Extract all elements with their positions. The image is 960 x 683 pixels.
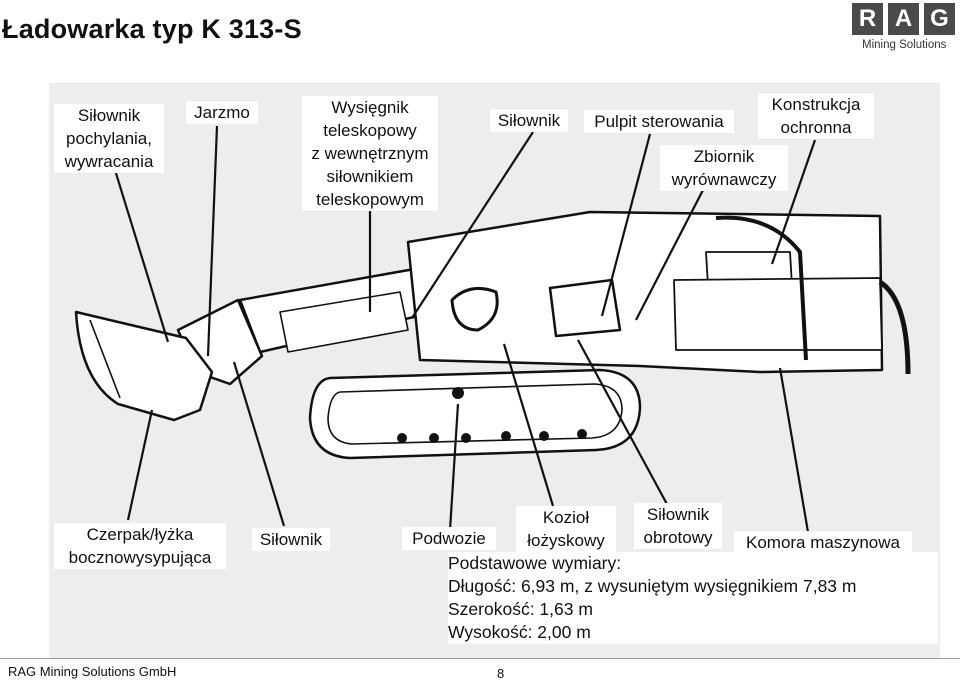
logo-letter-a: A <box>888 3 919 35</box>
label-line: pochylania, <box>65 129 152 148</box>
label-czerpak: Czerpak/łyżka bocznowysypująca <box>54 523 226 569</box>
page-number: 8 <box>497 666 505 681</box>
label-line: siłownikiem <box>326 167 414 186</box>
label-line: Czerpak/łyżka <box>86 525 194 544</box>
track-inner <box>327 383 623 445</box>
logo-letter-g: G <box>924 3 955 35</box>
label-line: Siłownik <box>259 530 323 549</box>
leader-pulpit <box>600 133 652 317</box>
label-silownik-bottom: Siłownik <box>252 528 330 551</box>
label-podwozie: Podwozie <box>402 527 496 550</box>
logo-subtitle: Mining Solutions <box>862 39 947 51</box>
hose <box>878 279 911 375</box>
footer-divider <box>0 658 960 659</box>
label-zbiornik: Zbiornik wyrównawczy <box>660 145 788 191</box>
label-line: Kozioł <box>542 508 590 527</box>
label-pulpit: Pulpit sterowania <box>584 110 734 133</box>
label-silownik-top: Siłownik <box>490 109 568 132</box>
track-wheel <box>397 433 407 443</box>
label-line: Siłownik <box>497 111 561 130</box>
leader-silownik-bottom <box>232 361 286 527</box>
top-roller <box>452 387 464 399</box>
label-line: ochronna <box>780 118 852 137</box>
leader-komora <box>778 367 810 533</box>
label-line: Podwozie <box>412 529 486 548</box>
footer-company: RAG Mining Solutions GmbH <box>8 664 177 679</box>
label-line: Komora maszynowa <box>745 533 900 552</box>
control-console <box>548 278 622 338</box>
track-wheel <box>539 431 549 441</box>
label-line: teleskopowy <box>323 121 417 140</box>
label-line: Pulpit sterowania <box>594 112 724 131</box>
label-line: obrotowy <box>643 528 713 547</box>
bucket-edge <box>89 319 121 399</box>
track-wheel <box>461 433 471 443</box>
engine-room <box>673 277 883 351</box>
leader-koziol <box>502 343 555 507</box>
dimension-width: Szerokość: 1,63 m <box>448 599 593 619</box>
page-title: Ładowarka typ K 313-S <box>2 14 302 44</box>
dimensions-heading: Podstawowe wymiary: <box>448 553 622 573</box>
label-line: Siłownik <box>77 106 141 125</box>
leader-podwozie <box>448 403 460 531</box>
label-line: wywracania <box>64 152 154 171</box>
dimension-length: Długość: 6,93 m, z wysuniętym wysięgniki… <box>448 576 857 596</box>
label-silownik-obrotowy: Siłownik obrotowy <box>634 503 722 549</box>
label-line: Zbiornik <box>693 147 755 166</box>
leader-zbiornik <box>635 189 704 321</box>
label-silownik-pochylania: Siłownik pochylania, wywracania <box>54 104 164 173</box>
bucket <box>74 310 214 422</box>
track-wheel <box>501 431 511 441</box>
label-line: łożyskowy <box>527 531 605 550</box>
dimension-height: Wysokość: 2,00 m <box>448 622 591 642</box>
logo-letter-r: R <box>852 3 883 35</box>
label-komora: Komora maszynowa <box>734 531 912 554</box>
label-koziol: Kozioł łożyskowy <box>516 506 616 552</box>
leader-silownik-obrotowy <box>577 339 669 507</box>
label-line: z wewnętrznym <box>311 144 429 163</box>
label-line: bocznowysypująca <box>68 548 212 567</box>
leader-konstrukcja <box>770 139 817 265</box>
rag-logo: R A G Mining Solutions <box>852 3 956 55</box>
pivot-ring <box>450 286 499 332</box>
label-wysiegnik: Wysięgnik teleskopowy z wewnętrznym siło… <box>302 96 438 211</box>
label-line: Siłownik <box>646 505 710 524</box>
leader-czerpak <box>126 409 154 521</box>
leader-jarzmo <box>206 125 219 357</box>
dimensions-box: Podstawowe wymiary: Długość: 6,93 m, z w… <box>448 552 938 644</box>
boom-inner <box>279 291 409 353</box>
roll-cage <box>715 215 808 361</box>
track-wheel <box>429 433 439 443</box>
label-konstrukcja: Konstrukcja ochronna <box>758 93 874 139</box>
label-line: Wysięgnik <box>331 98 409 117</box>
label-line: wyrównawczy <box>671 170 777 189</box>
label-jarzmo: Jarzmo <box>186 101 258 124</box>
label-line: Jarzmo <box>194 103 250 122</box>
label-line: Konstrukcja <box>771 95 861 114</box>
leader-silownik-top <box>411 131 534 319</box>
track-wheel <box>577 429 587 439</box>
label-line: teleskopowym <box>316 190 424 209</box>
leader-silownik-pochylania <box>113 169 170 343</box>
